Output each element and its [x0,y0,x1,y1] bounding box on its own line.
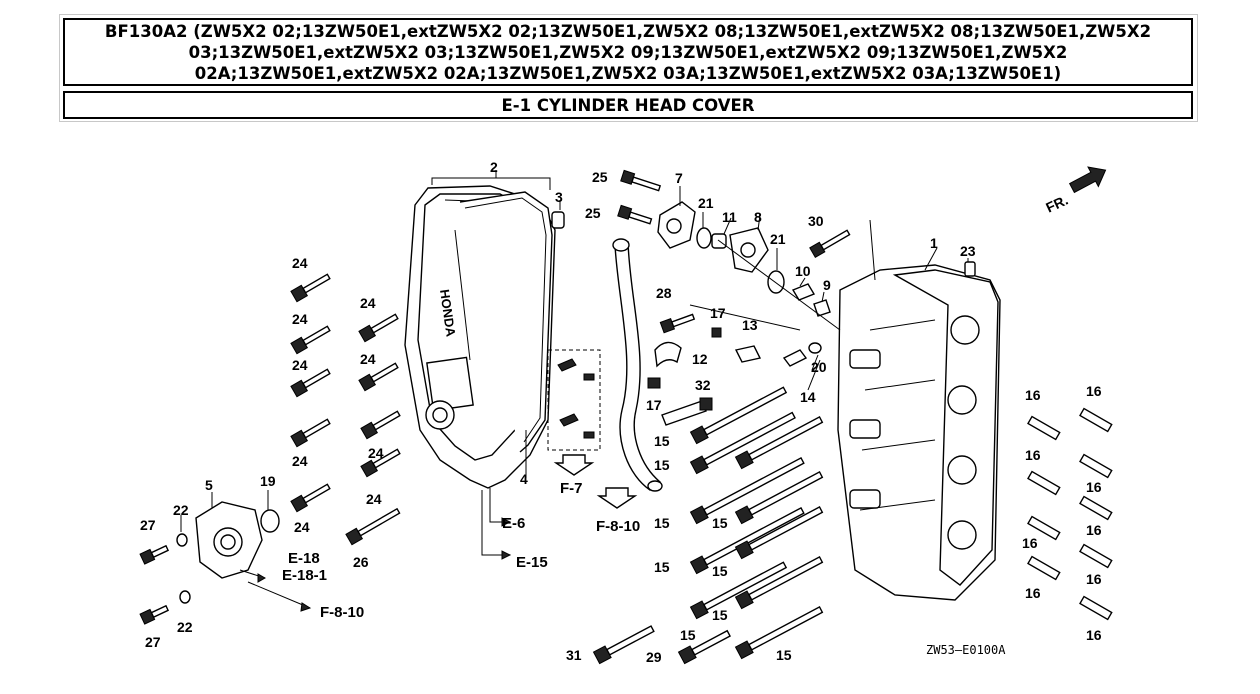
drawing-code: ZW53—E0100A [926,643,1006,657]
part-labels: 2 3 4 1 5 7 8 9 10 11 12 13 14 15 15 15 … [140,159,1102,665]
section-title: E-1 CYLINDER HEAD COVER [501,95,755,115]
part-label-17a: 17 [710,305,726,321]
part-label-3: 3 [555,189,563,205]
part-label-22a: 22 [173,502,189,518]
long-bolts-15 [592,386,824,665]
front-direction-label: FR. [1043,192,1070,216]
part-label-24e: 24 [360,295,376,311]
pump-housing [139,501,280,625]
part-label-12: 12 [692,351,708,367]
part-label-16h: 16 [1086,571,1102,587]
model-header: BF130A2 (ZW5X2 02;13ZW50E1,extZW5X2 02;1… [63,18,1193,86]
part-label-16a: 16 [1025,387,1041,403]
part-label-16b: 16 [1025,447,1041,463]
part-label-23: 23 [960,243,976,259]
ref-label-e18-1: E-18-1 [282,567,327,584]
section-title-box: E-1 CYLINDER HEAD COVER [63,91,1193,119]
cylinder-head [837,261,1001,601]
part-label-15a: 15 [654,433,670,449]
part-label-16i: 16 [1086,627,1102,643]
part-label-15h: 15 [680,627,696,643]
part-label-25b: 25 [585,205,601,221]
part-label-27a: 27 [140,517,156,533]
bolt-24-group [290,273,401,546]
parts-diagram: HONDA [139,159,1113,665]
ref-label-f8-10a: F-8-10 [596,518,640,535]
part-label-29: 29 [646,649,662,665]
cylinder-head-cover: HONDA [404,185,565,489]
part-label-24d: 24 [292,453,308,469]
part-label-15b: 15 [654,457,670,473]
part-label-21a: 21 [698,195,714,211]
part-label-7: 7 [675,170,683,186]
part-label-15e: 15 [654,559,670,575]
model-line: BF130A2 (ZW5X2 02;13ZW50E1,extZW5X2 02;1… [104,21,1152,83]
ref-label-f7: F-7 [560,480,583,497]
cover-brand-text: HONDA [437,288,459,338]
part-label-32: 32 [695,377,711,393]
part-label-24a: 24 [292,255,308,271]
part-label-15i: 15 [776,647,792,663]
part-label-14: 14 [800,389,816,405]
part-label-31: 31 [566,647,582,663]
part-label-24g: 24 [368,445,384,461]
part-label-15d: 15 [712,515,728,531]
part-label-20: 20 [811,359,827,375]
thermostat-cover-group [617,169,785,294]
sensor-group [647,229,851,426]
part-label-16g: 16 [1086,522,1102,538]
part-label-16e: 16 [1086,383,1102,399]
header-frame [59,14,1198,122]
part-label-2: 2 [490,159,498,175]
part-label-10: 10 [795,263,811,279]
part-label-4: 4 [520,471,528,487]
part-label-5: 5 [205,477,213,493]
part-label-25a: 25 [592,169,608,185]
part-label-28: 28 [656,285,672,301]
ref-label-e6: E-6 [502,515,525,532]
part-label-9: 9 [823,277,831,293]
part-label-16d: 16 [1025,585,1041,601]
studs-16 [1027,407,1113,621]
part-label-26: 26 [353,554,369,570]
part-label-24b: 24 [292,311,308,327]
part-label-24i: 24 [294,519,310,535]
part-label-24c: 24 [292,357,308,373]
ref-label-f8-10b: F-8-10 [320,604,364,621]
part-label-27b: 27 [145,634,161,650]
part-label-21b: 21 [770,231,786,247]
breather-hose [547,238,663,492]
part-label-15f: 15 [712,563,728,579]
part-label-1: 1 [930,235,938,251]
reference-labels: E-6 E-15 E-18 E-18-1 F-7 F-8-10 F-8-10 [282,480,640,621]
leader-lines [180,170,969,612]
part-label-19: 19 [260,473,276,489]
front-direction-icon [1068,166,1107,194]
part-label-30: 30 [808,213,824,229]
ref-label-e15: E-15 [516,554,548,571]
part-label-13: 13 [742,317,758,333]
part-label-11: 11 [722,209,737,225]
part-label-15c: 15 [654,515,670,531]
part-label-24f: 24 [360,351,376,367]
part-label-24h: 24 [366,491,382,507]
part-label-16f: 16 [1086,479,1102,495]
part-label-17b: 17 [646,397,662,413]
part-label-8: 8 [754,209,762,225]
part-label-22b: 22 [177,619,193,635]
ref-label-e18: E-18 [288,550,320,567]
part-label-16c: 16 [1022,535,1038,551]
part-label-15g: 15 [712,607,728,623]
